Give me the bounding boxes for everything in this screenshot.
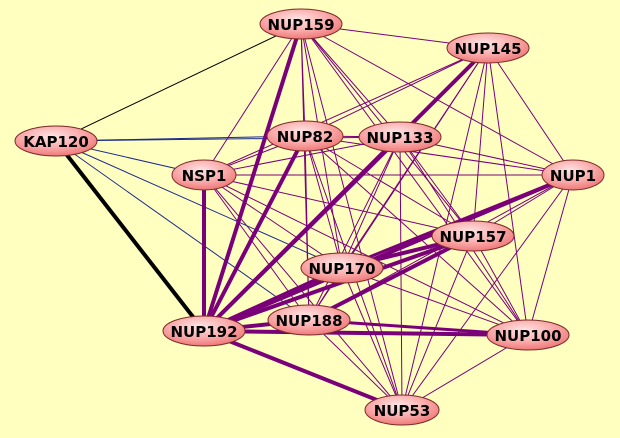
node-nup159[interactable]: NUP159 [259,8,343,40]
edge-nup157-nup100 [472,235,529,336]
node-nup133[interactable]: NUP133 [358,121,442,153]
node-label: NUP82 [277,128,334,146]
edge-nsp1-nup100 [203,174,529,336]
node-nup192[interactable]: NUP192 [162,315,246,347]
edge-nup1-nup100 [527,174,574,336]
node-label: NUP157 [439,228,506,246]
node-shape[interactable] [267,304,351,336]
node-shape[interactable] [541,159,605,191]
edge-kap120-nup170 [55,140,343,269]
node-label: KAP120 [23,133,89,151]
node-nup1[interactable]: NUP1 [541,159,605,191]
edge-nup159-nup100 [300,23,529,336]
node-nsp1[interactable]: NSP1 [171,159,237,191]
edge-kap120-nup159 [55,23,302,142]
edge-nup157-nup53 [401,235,474,411]
node-nup170[interactable]: NUP170 [300,252,384,284]
edge-nup145-nsp1 [203,47,489,176]
edge-nsp1-nup170 [203,174,343,269]
node-shape[interactable] [364,394,440,426]
node-nup82[interactable]: NUP82 [266,120,344,152]
node-shape[interactable] [446,32,530,64]
edge-nup192-nup100 [202,329,530,337]
edge-nup82-nup100 [304,135,529,336]
edge-nup159-nup133 [300,23,401,138]
edge-nup188-nup53 [308,319,403,411]
node-nup145[interactable]: NUP145 [446,32,530,64]
edge-nup192-nup82 [202,134,307,333]
node-label: NUP145 [454,40,521,58]
edge-nup133-nup170 [341,136,401,269]
edge-nup145-nup82 [304,47,489,137]
node-shape[interactable] [431,220,515,252]
node-nup53[interactable]: NUP53 [364,394,440,426]
node-label: NUP53 [374,402,431,420]
edge-nup145-nup157 [472,47,489,237]
edge-nup170-nup100 [341,267,529,336]
node-label: NUP1 [550,167,596,185]
edge-nup192-nup53 [202,329,404,412]
node-shape[interactable] [162,315,246,347]
node-label: NUP159 [267,16,334,34]
edge-nup159-nsp1 [203,23,302,176]
node-label: NUP100 [494,327,561,345]
edge-nup1-nup53 [401,174,574,411]
edge-nup192-nup159 [202,22,303,333]
node-nup188[interactable]: NUP188 [267,304,351,336]
node-label: NUP170 [308,260,375,278]
node-shape[interactable] [14,125,98,157]
node-nup100[interactable]: NUP100 [486,319,570,351]
node-kap120[interactable]: KAP120 [14,125,98,157]
edge-nsp1-nup53 [203,174,403,411]
edge-nup82-nup1 [304,135,574,176]
edge-nup192-nup157 [202,234,475,333]
edge-nup170-nup53 [341,267,403,411]
node-shape[interactable] [486,319,570,351]
node-label: NSP1 [182,167,227,185]
edge-kap120-nup192 [54,139,206,333]
node-label: NUP192 [170,323,237,341]
node-shape[interactable] [259,8,343,40]
edge-nup145-nup1 [487,47,574,176]
node-label: NUP133 [366,129,433,147]
node-shape[interactable] [266,120,344,152]
edge-nup159-nup53 [300,23,403,411]
edge-nup188-nup157 [307,234,475,322]
node-shape[interactable] [300,252,384,284]
node-label: NUP188 [275,312,342,330]
edge-nup192-nup133 [202,135,402,333]
edge-nup145-nup100 [487,47,529,336]
edge-kap120-nup188 [55,140,310,321]
edge-nup82-nup157 [304,135,474,237]
node-nup157[interactable]: NUP157 [431,220,515,252]
node-shape[interactable] [171,159,237,191]
node-shape[interactable] [358,121,442,153]
